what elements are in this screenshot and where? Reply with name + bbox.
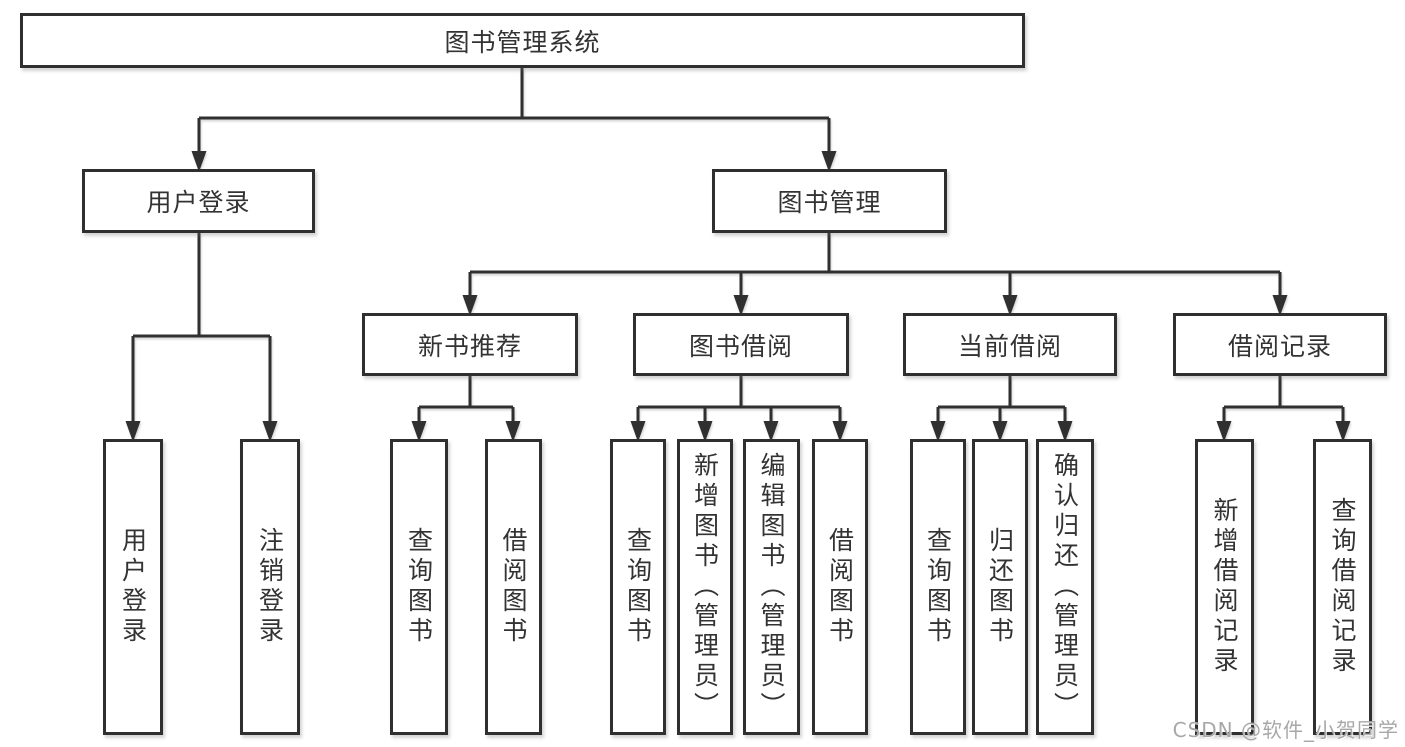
- csdn-watermark: CSDN @软件_小贺同学: [1172, 718, 1399, 742]
- node-label: 新书推荐: [417, 331, 522, 361]
- node-label: 新增图书（管理员）: [690, 452, 720, 722]
- node-label: 借阅记录: [1227, 331, 1332, 361]
- node-label: 图书借阅: [688, 331, 793, 361]
- leaf-return-books: 归还图书: [972, 439, 1028, 735]
- node-label: 确认归还（管理员）: [1050, 452, 1080, 722]
- node-label: 注销登录: [255, 527, 285, 647]
- node-book-borrowing: 图书借阅: [633, 313, 849, 376]
- leaf-user-login: 用户登录: [103, 439, 163, 735]
- node-label: 当前借阅: [957, 331, 1062, 361]
- node-borrowing-records: 借阅记录: [1173, 313, 1387, 376]
- node-label: 新增借阅记录: [1210, 497, 1239, 677]
- leaf-add-borrow-record: 新增借阅记录: [1195, 439, 1254, 735]
- node-label: 借阅图书: [825, 527, 855, 647]
- leaf-query-books-borrow: 查询图书: [610, 439, 666, 735]
- node-label: 查询图书: [923, 527, 953, 647]
- node-label: 编辑图书（管理员）: [757, 452, 786, 722]
- node-label: 查询借阅记录: [1328, 497, 1357, 677]
- leaf-add-books-admin: 新增图书（管理员）: [677, 439, 733, 735]
- leaf-confirm-return-admin: 确认归还（管理员）: [1036, 439, 1094, 735]
- node-label: 查询图书: [404, 527, 434, 647]
- node-user-login: 用户登录: [82, 169, 315, 233]
- leaf-borrow-books-recommend: 借阅图书: [485, 439, 542, 735]
- node-current-borrowing: 当前借阅: [903, 313, 1117, 376]
- node-book-management: 图书管理: [712, 169, 947, 233]
- leaf-edit-books-admin: 编辑图书（管理员）: [743, 439, 800, 735]
- node-label: 用户登录: [118, 527, 148, 647]
- node-root-library-system: 图书管理系统: [20, 13, 1025, 68]
- node-new-book-recommend: 新书推荐: [362, 313, 578, 376]
- node-label: 查询图书: [623, 527, 653, 647]
- node-label: 用户登录: [146, 188, 251, 217]
- node-label: 图书管理系统: [444, 27, 601, 57]
- leaf-query-borrow-record: 查询借阅记录: [1313, 439, 1372, 735]
- leaf-query-books-recommend: 查询图书: [390, 439, 448, 735]
- leaf-borrow-books: 借阅图书: [812, 439, 868, 735]
- leaf-query-books-current: 查询图书: [910, 439, 966, 735]
- leaf-logout: 注销登录: [240, 439, 300, 735]
- node-label: 归还图书: [985, 527, 1015, 647]
- node-label: 借阅图书: [499, 527, 528, 647]
- node-label: 图书管理: [777, 188, 882, 217]
